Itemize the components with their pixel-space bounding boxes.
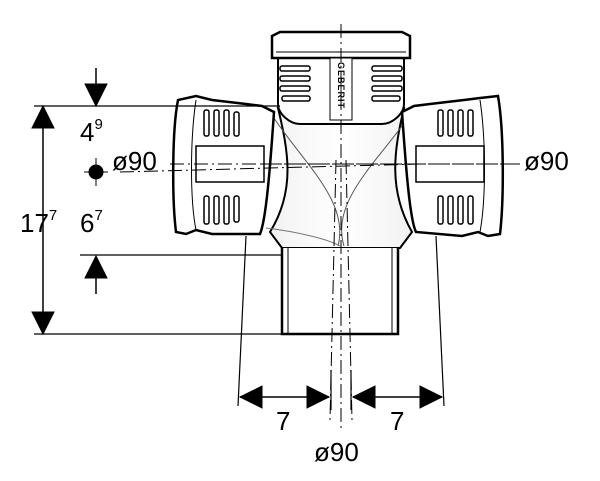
dim-angle-left [238,385,331,409]
label-top-offset: 49 [80,116,103,147]
dim-arrow-top-offset [84,68,108,108]
label-outlet-bottom: ø90 [314,437,359,467]
center-point-marker [84,158,108,186]
dim-angle-right [351,385,444,409]
fitting-body [171,30,505,336]
extension-lines [34,105,445,410]
label-inlet-right: ø90 [524,146,569,176]
label-overall-height: 177 [20,207,57,238]
dim-arrow-spigot [84,254,108,294]
label-spigot-height: 67 [80,207,103,238]
label-inlet-left: ø90 [112,146,157,176]
label-angle-right: 7 [390,406,404,436]
dim-line-overall [31,104,55,336]
label-angle-left: 7 [276,406,290,436]
